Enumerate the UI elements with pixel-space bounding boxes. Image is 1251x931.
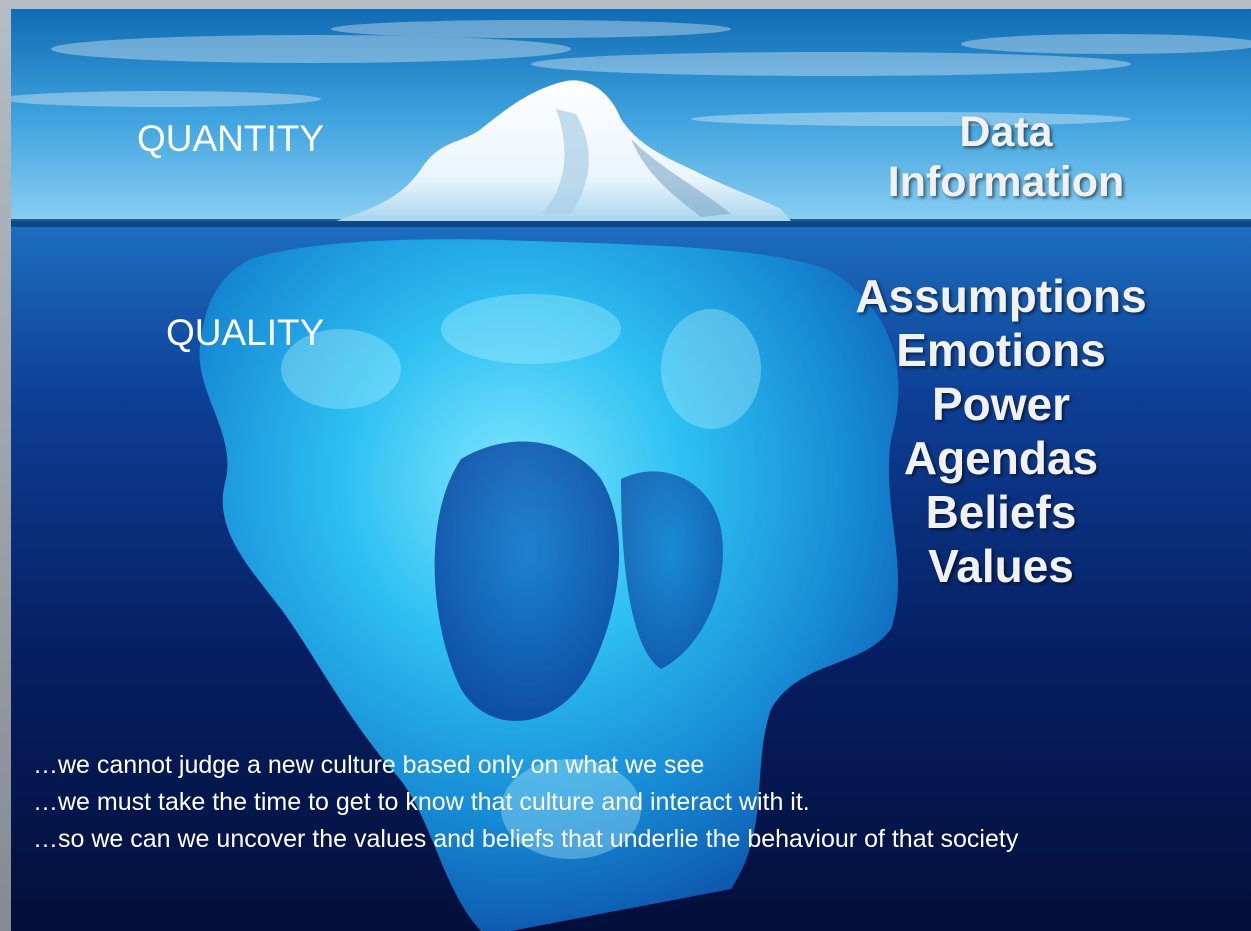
below-water-item: Assumptions: [855, 270, 1147, 322]
below-water-item: Beliefs: [925, 486, 1077, 538]
below-water-item: Power: [931, 378, 1071, 430]
iceberg-illustration: [11, 9, 1251, 931]
below-water-list: Assumptions Emotions Power Agendas Belie…: [811, 269, 1191, 593]
above-water-item: Data: [959, 108, 1053, 156]
below-water-item: Agendas: [903, 432, 1099, 484]
caption-line: …so we can we uncover the values and bel…: [33, 825, 1019, 853]
slide: QUANTITY QUALITY Data Information Assump…: [11, 9, 1251, 931]
below-water-item: Values: [928, 540, 1074, 592]
quality-label: QUALITY: [166, 312, 325, 353]
caption-line: …we cannot judge a new culture based onl…: [33, 751, 705, 779]
below-water-item: Emotions: [896, 324, 1106, 376]
above-water-item: Information: [887, 158, 1125, 206]
caption-line: …we must take the time to get to know th…: [33, 788, 810, 816]
caption-block: …we cannot judge a new culture based onl…: [33, 747, 1223, 858]
quantity-label: QUANTITY: [137, 118, 325, 159]
above-water-list: Data Information: [826, 107, 1186, 207]
